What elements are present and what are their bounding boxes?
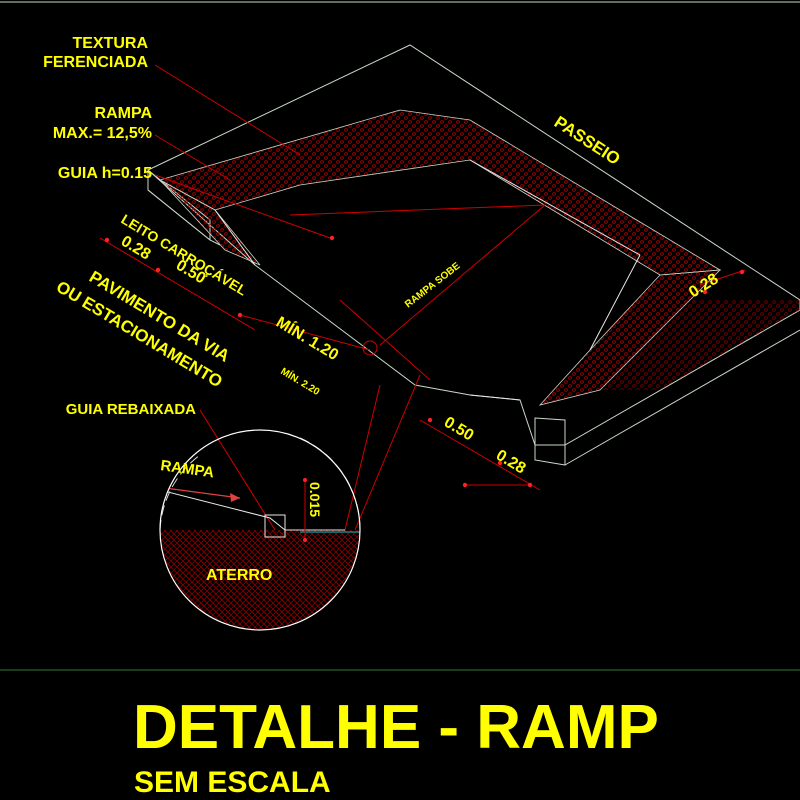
label-rampa: RAMPA <box>95 105 153 122</box>
dim-0015: 0.015 <box>307 482 323 517</box>
dim-050-bottom: 0.50 <box>441 414 477 445</box>
tactile-texture-area <box>158 109 800 406</box>
leader-lines <box>99 64 746 531</box>
ramp-surface <box>214 159 641 401</box>
label-guia-rebaixada: GUIA REBAIXADA <box>66 401 196 418</box>
label-textura-ferenciada: FERENCIADA <box>43 54 148 71</box>
page-subtitle: SEM ESCALA <box>134 766 331 799</box>
label-rampa-max: MAX.= 12,5% <box>53 125 152 142</box>
label-rampa-sobe: RAMPA SOBE <box>403 260 463 310</box>
label-detail-rampa: RAMPA <box>159 457 215 481</box>
dimension-markers <box>104 235 745 488</box>
label-textura: TEXTURA <box>72 35 148 52</box>
dim-min-120: MÍN. 1.20 <box>273 312 342 364</box>
label-aterro: ATERRO <box>206 567 272 584</box>
dim-min-220: MÍN. 2.20 <box>278 364 322 398</box>
label-guia: GUIA h=0.15 <box>58 165 152 182</box>
page-title: DETALHE - RAMP <box>133 693 659 762</box>
